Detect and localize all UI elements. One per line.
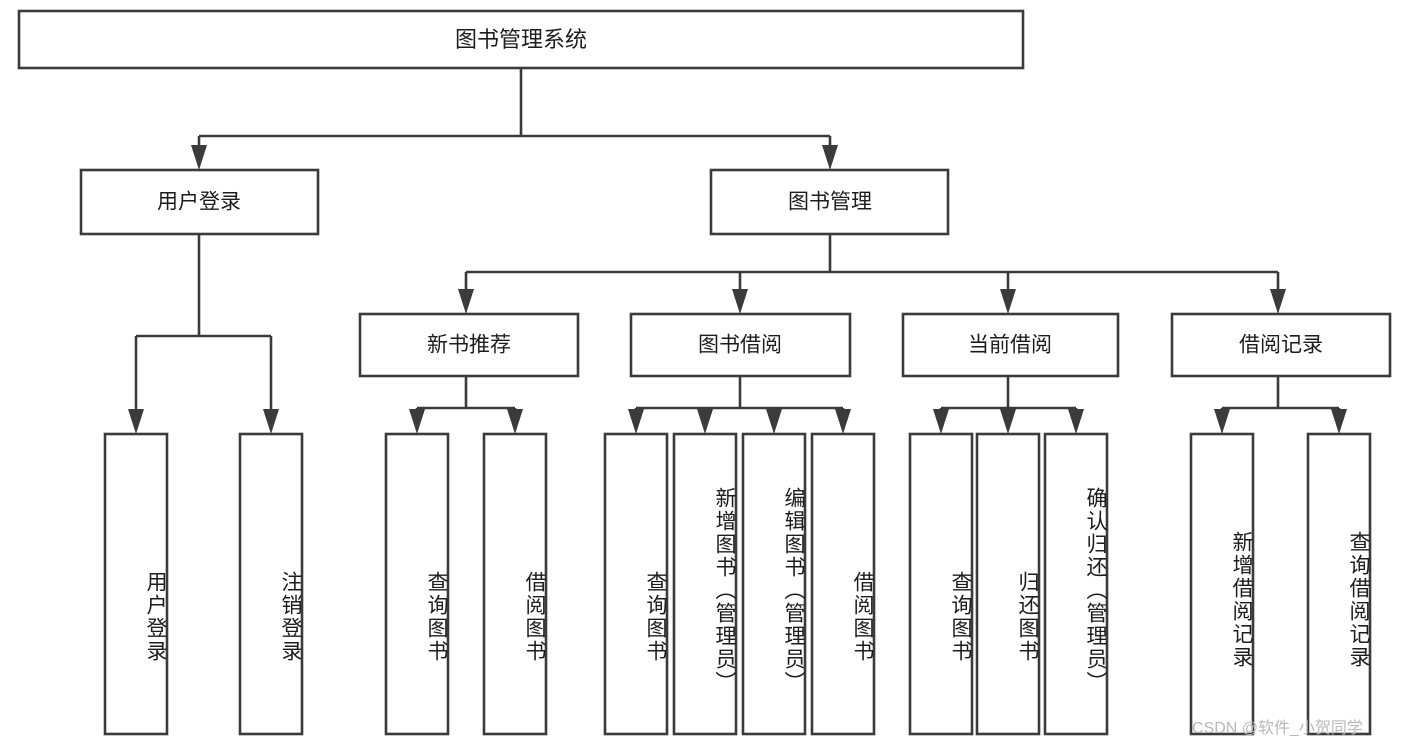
node-book-borrow[interactable]: 图书借阅: [629, 312, 852, 378]
leaf-query-record-box[interactable]: [1306, 432, 1372, 736]
arrow-head-new-book-recommend: [458, 289, 474, 314]
csdn-watermark: CSDN @软件_小贺同学: [1192, 720, 1363, 737]
node-book-management[interactable]: 图书管理: [709, 168, 950, 236]
new-book-recommend-box[interactable]: [358, 312, 580, 378]
user-login-label: 用户登录: [157, 191, 241, 214]
arrow-head-borrow-record: [1270, 289, 1286, 314]
user-login-box[interactable]: [79, 168, 320, 236]
arrow-head-book-management: [822, 145, 838, 170]
node-borrow-record[interactable]: 借阅记录: [1170, 312, 1392, 378]
book-borrow-label: 图书借阅: [698, 334, 782, 357]
arrow-head-leaf-edit-book: [766, 409, 782, 434]
arrow-head-leaf-borrow-book-2: [835, 409, 851, 434]
arrow-head-user-login: [191, 145, 207, 170]
book-management-box[interactable]: [709, 168, 950, 236]
arrow-head-leaf-logout-login: [263, 409, 279, 434]
connectors-layer: [128, 68, 1347, 434]
leaf-user-login-box[interactable]: [103, 432, 169, 736]
arrow-head-current-borrow: [1000, 289, 1016, 314]
leaf-query-book-2-box[interactable]: [603, 432, 669, 736]
node-user-login[interactable]: 用户登录: [79, 168, 320, 236]
borrow-record-label: 借阅记录: [1239, 334, 1323, 357]
leaf-borrow-book-2-box[interactable]: [810, 432, 876, 736]
leaf-add-record-box[interactable]: [1189, 432, 1255, 736]
leaf-query-book-1-box[interactable]: [384, 432, 450, 736]
leaf-boxes-layer: [103, 432, 1372, 736]
leaf-confirm-return-box[interactable]: [1043, 432, 1109, 736]
arrow-head-leaf-query-book-1: [409, 409, 425, 434]
arrow-head-leaf-query-record: [1331, 409, 1347, 434]
arrow-head-leaf-add-book: [697, 409, 713, 434]
book-management-label: 图书管理: [788, 191, 872, 214]
arrow-head-leaf-user-login: [128, 409, 144, 434]
leaf-add-book-box[interactable]: [672, 432, 738, 736]
leaf-return-book-box[interactable]: [975, 432, 1041, 736]
book-borrow-box[interactable]: [629, 312, 852, 378]
current-borrow-box[interactable]: [901, 312, 1120, 378]
arrow-head-leaf-borrow-book-1: [507, 409, 523, 434]
arrow-head-book-borrow: [732, 289, 748, 314]
root-system-box[interactable]: [17, 9, 1025, 70]
node-root-system[interactable]: 图书管理系统: [17, 9, 1025, 70]
new-book-recommend-label: 新书推荐: [427, 334, 511, 357]
root-system-label: 图书管理系统: [455, 27, 587, 52]
node-new-book-recommend[interactable]: 新书推荐: [358, 312, 580, 378]
arrow-head-leaf-confirm-return: [1068, 409, 1084, 434]
leaf-edit-book-box[interactable]: [741, 432, 807, 736]
arrow-head-leaf-return-book: [1000, 409, 1016, 434]
leaf-query-book-3-box[interactable]: [908, 432, 974, 736]
arrow-head-leaf-add-record: [1214, 409, 1230, 434]
node-current-borrow[interactable]: 当前借阅: [901, 312, 1120, 378]
leaf-borrow-book-1-box[interactable]: [482, 432, 548, 736]
arrow-head-leaf-query-book-3: [933, 409, 949, 434]
leaf-logout-login-box[interactable]: [238, 432, 304, 736]
current-borrow-label: 当前借阅: [968, 334, 1052, 357]
arrow-head-leaf-query-book-2: [628, 409, 644, 434]
borrow-record-box[interactable]: [1170, 312, 1392, 378]
